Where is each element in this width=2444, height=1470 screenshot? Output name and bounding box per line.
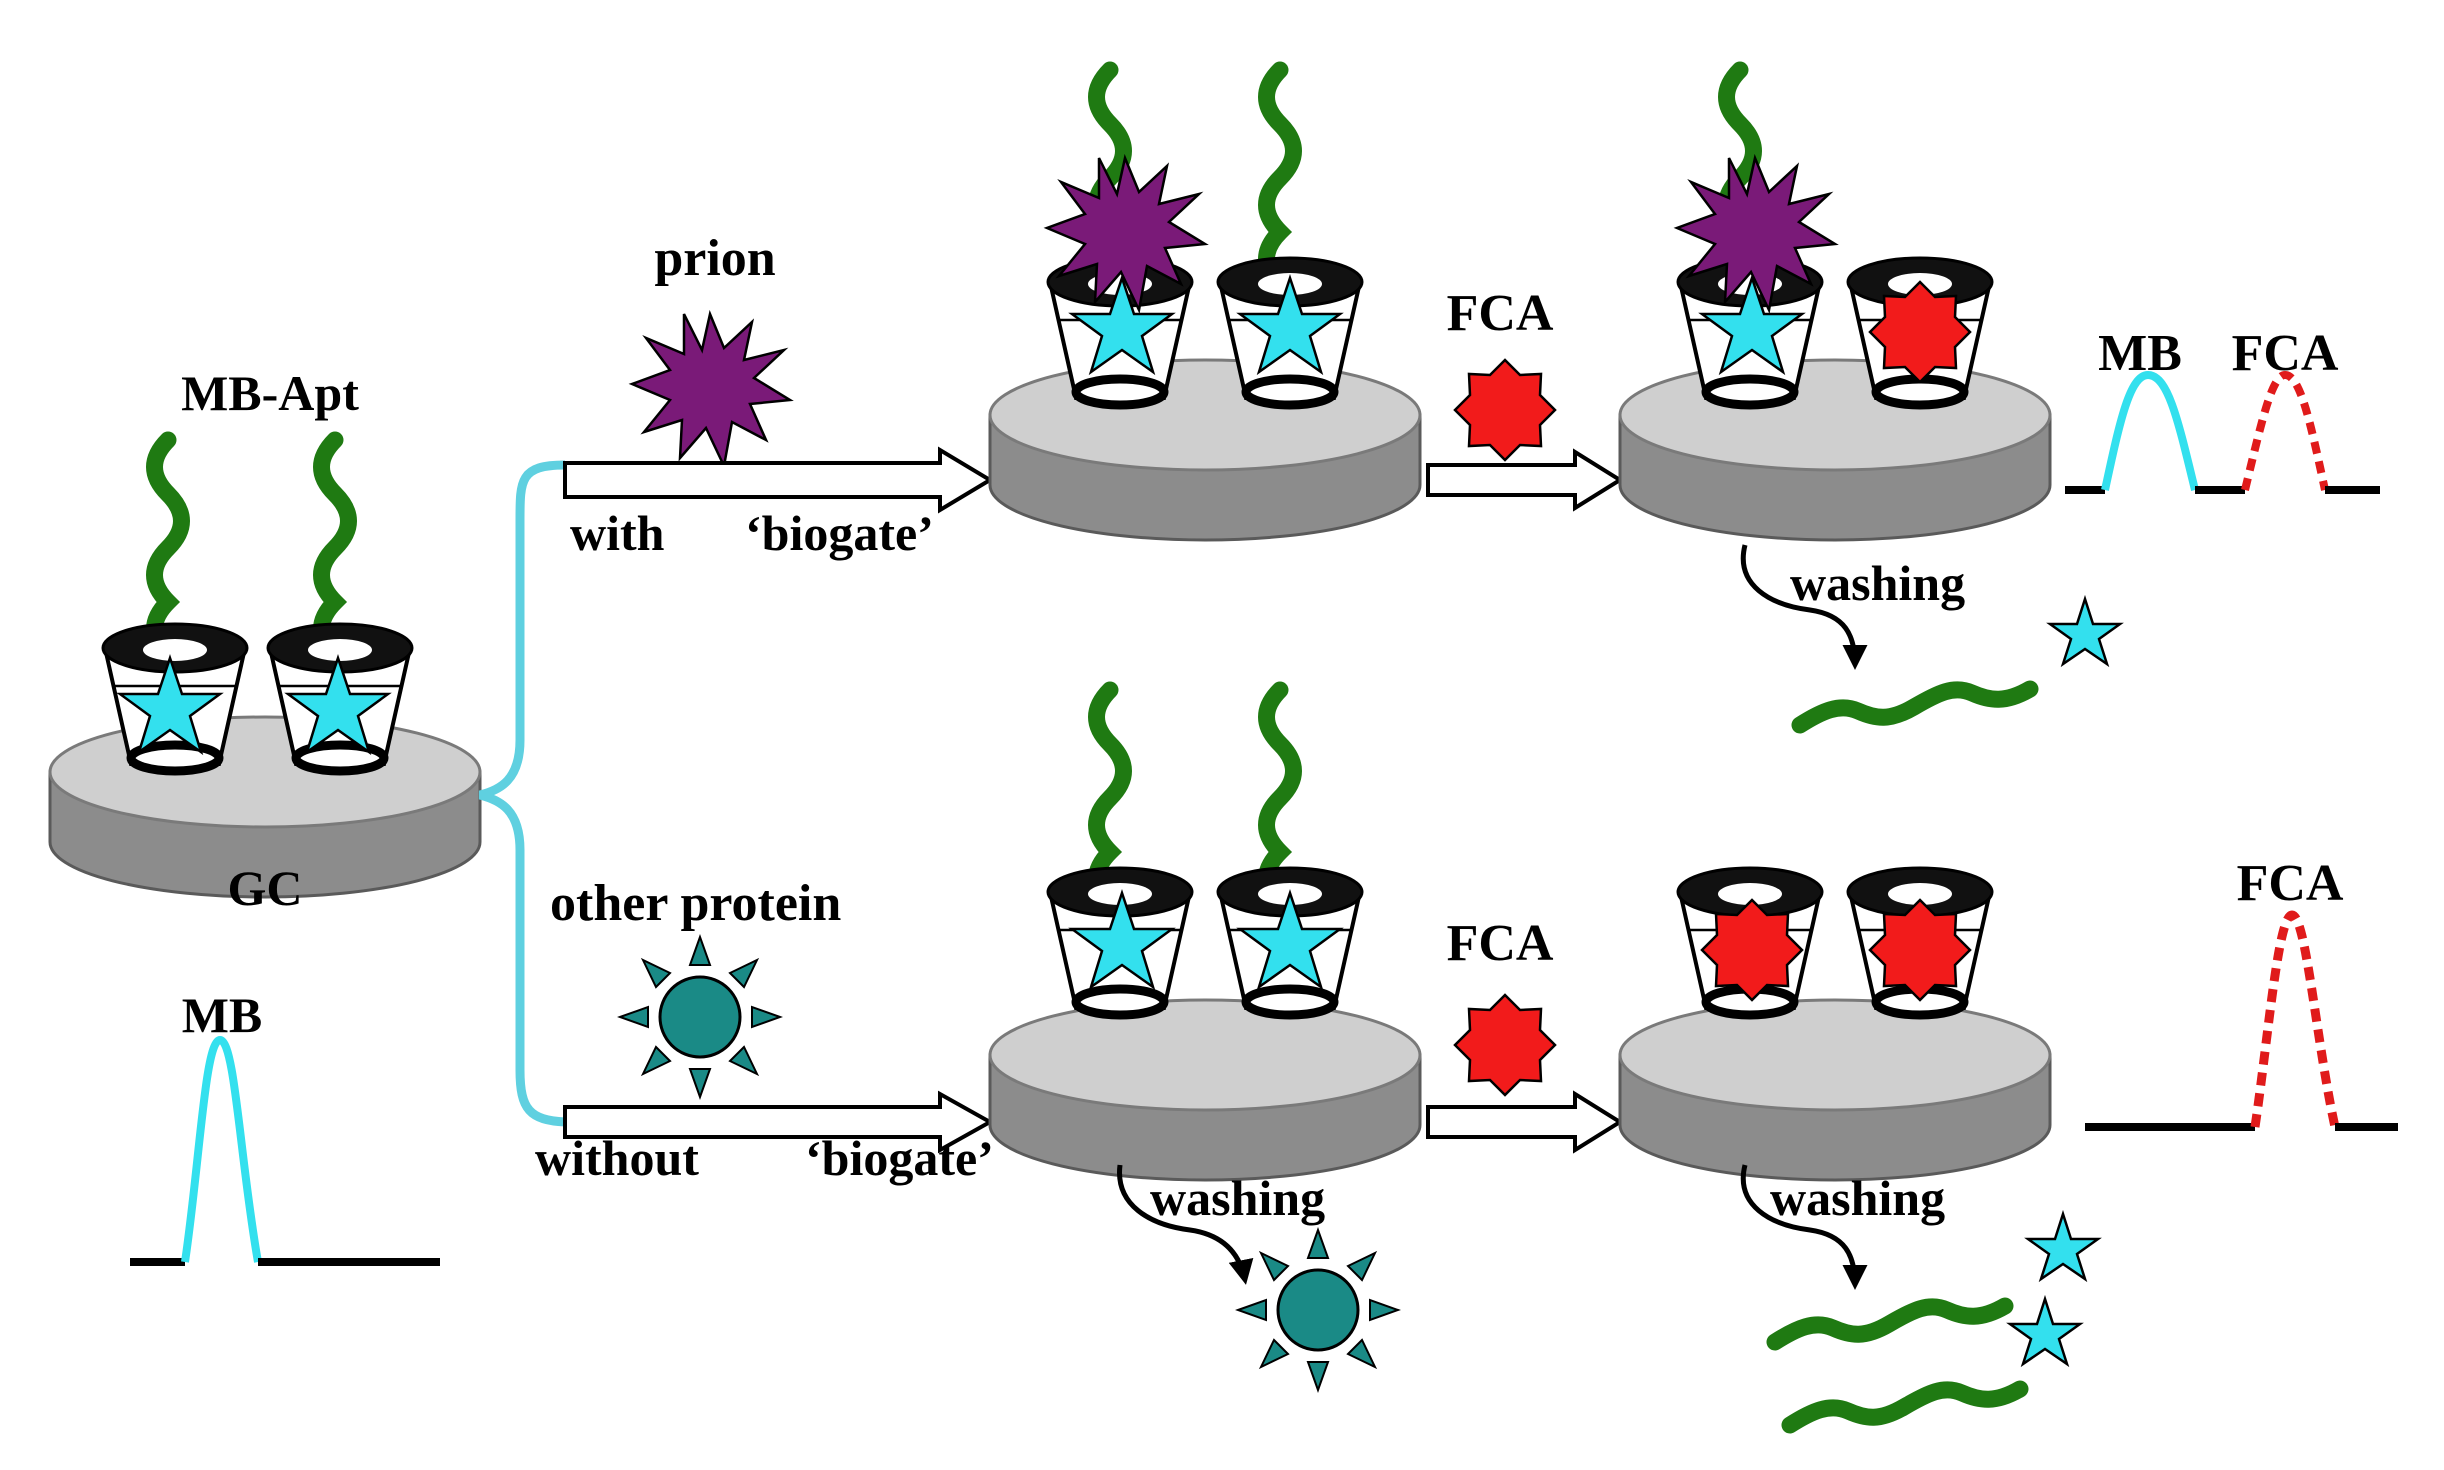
washed-other-protein-icon xyxy=(1236,1228,1400,1392)
signal-top-mb-label: MB xyxy=(2098,325,2182,382)
washing-mid-label: washing xyxy=(1150,1170,1325,1226)
washing-arrow-top xyxy=(1740,544,1868,670)
signal-top xyxy=(2065,370,2380,494)
initial-mb-signal xyxy=(130,1035,440,1266)
released-mb-star-bottom-1 xyxy=(2026,1212,2100,1281)
arrow-fca-bottom xyxy=(1426,1090,1624,1154)
electrode-prion-bound xyxy=(988,70,1422,542)
arrow-fca-top xyxy=(1426,448,1624,512)
electrode-fca-loaded-bottom xyxy=(1618,868,2052,1182)
prion-label: prion xyxy=(654,230,775,287)
signal-bottom-fca-label: FCA xyxy=(2237,855,2344,912)
gc-label: GC xyxy=(228,860,303,916)
mb-apt-label: MB-Apt xyxy=(181,365,359,421)
electrode-unbound xyxy=(988,690,1422,1182)
washing-arrow-mid xyxy=(1117,1164,1254,1285)
washing-top-label: washing xyxy=(1790,555,1965,611)
other-protein-label: other protein xyxy=(550,875,841,932)
other-protein-icon xyxy=(618,935,782,1099)
without-label: without xyxy=(535,1130,699,1186)
fca-bottom-label: FCA xyxy=(1447,915,1554,972)
electrode-fca-loaded-top xyxy=(1618,70,2052,542)
washing-arrow-bottom xyxy=(1740,1164,1868,1290)
arrow-with-biogate xyxy=(563,446,994,514)
arrow-without-biogate xyxy=(563,1090,995,1154)
biogate-top-label: ‘biogate’ xyxy=(745,505,934,561)
released-mb-star-bottom-2 xyxy=(2008,1297,2082,1366)
signal-top-fca-label: FCA xyxy=(2232,325,2339,382)
released-aptamer-bottom-2 xyxy=(1790,1389,2020,1425)
released-aptamer-bottom-1 xyxy=(1775,1306,2005,1342)
fca-icon-bottom xyxy=(1453,993,1557,1097)
fca-top-label: FCA xyxy=(1447,285,1554,342)
washing-bottom-label: washing xyxy=(1770,1170,1945,1226)
branch-bracket xyxy=(478,460,566,1127)
fca-icon xyxy=(1453,358,1557,462)
prion-icon xyxy=(630,312,792,468)
signal-bottom xyxy=(2085,910,2398,1131)
released-mb-star-top xyxy=(2048,597,2122,666)
mb-peak-label: MB xyxy=(182,987,263,1043)
released-aptamer-top xyxy=(1800,689,2030,725)
with-label: with xyxy=(570,505,665,561)
biogate-bottom-label: ‘biogate’ xyxy=(805,1130,994,1186)
start-electrode xyxy=(48,440,482,899)
